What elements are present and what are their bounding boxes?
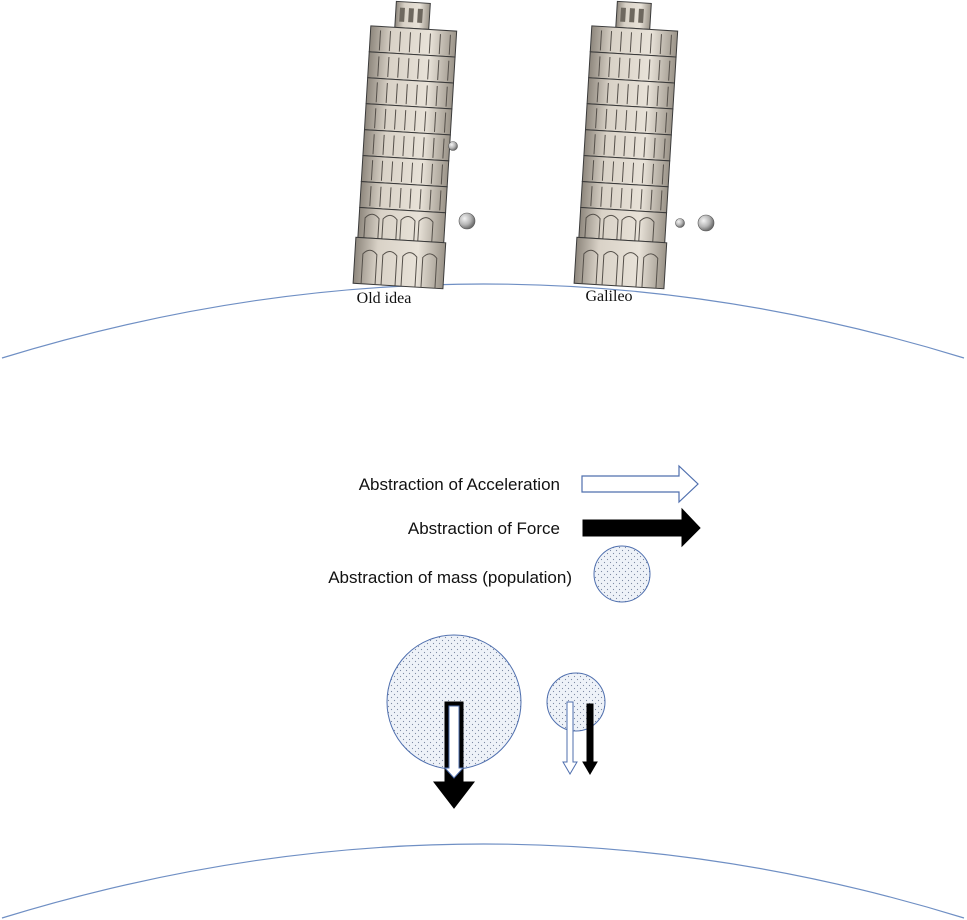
small-mass-acceleration-arrow-icon <box>562 701 578 775</box>
galileo-label: Galileo <box>585 288 632 305</box>
legend-mass-label: Abstraction of mass (population) <box>328 568 572 587</box>
large-mass-acceleration-arrow-icon <box>443 705 465 779</box>
acceleration-arrow-icon <box>581 464 699 504</box>
force-arrow-icon <box>582 507 701 548</box>
mass-circle-icon <box>593 545 651 603</box>
old-idea-large-ball-icon <box>458 212 476 230</box>
left-tower-illustration <box>352 0 461 290</box>
lower-ground-arc <box>1 843 965 919</box>
right-tower-illustration <box>573 0 682 290</box>
old-idea-label: Old idea <box>357 290 412 307</box>
galileo-small-ball-icon <box>675 218 685 228</box>
small-mass-circle <box>546 672 606 732</box>
small-mass-force-arrow-icon <box>582 703 598 775</box>
old-idea-small-ball-icon <box>448 141 458 151</box>
legend-force-label: Abstraction of Force <box>408 519 560 538</box>
upper-ground-arc <box>1 283 965 359</box>
legend-acceleration-label: Abstraction of Acceleration <box>359 475 560 494</box>
galileo-large-ball-icon <box>697 214 715 232</box>
